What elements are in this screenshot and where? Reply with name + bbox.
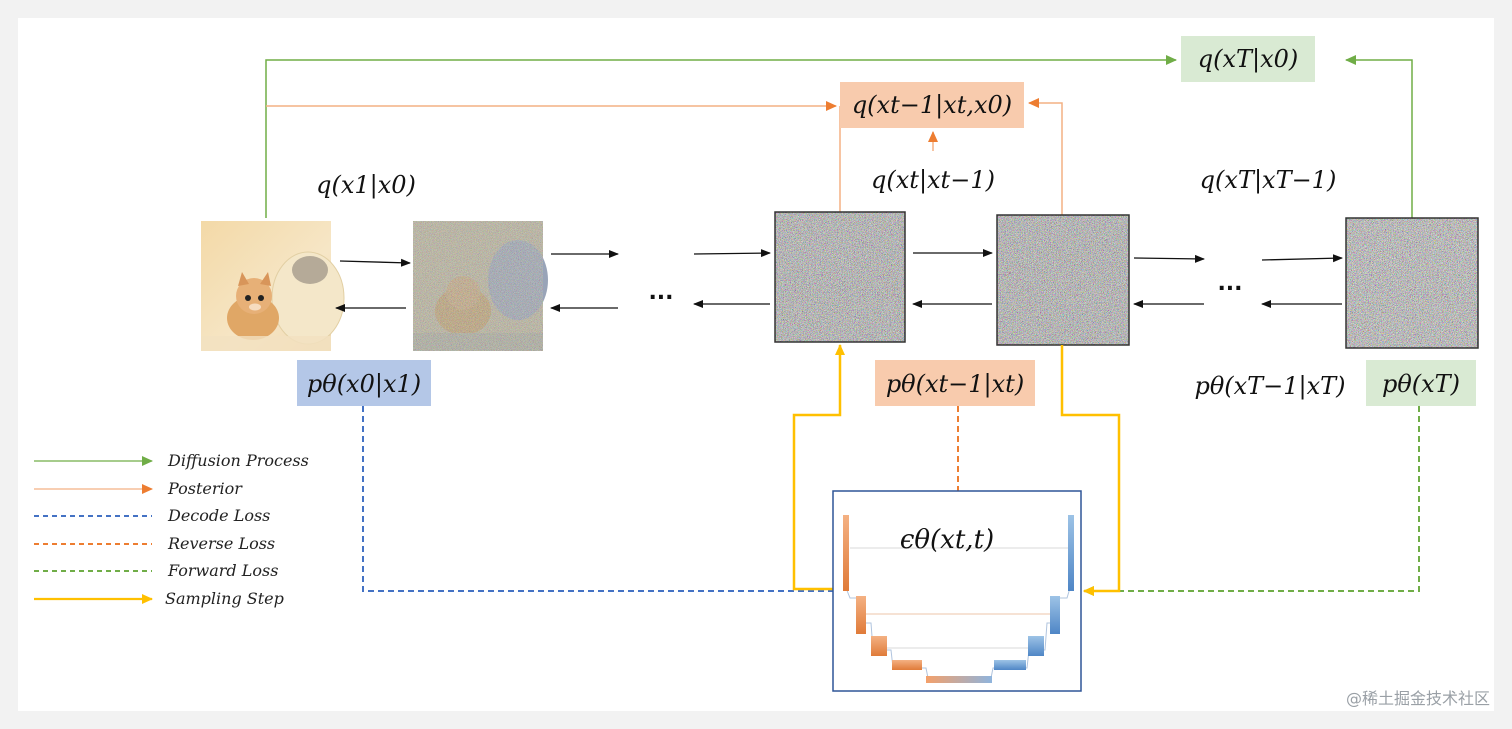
p-x0-x1-box	[297, 360, 431, 406]
epsilon-theta-label: ϵθ(xt,t)	[900, 525, 994, 555]
posterior-line-right	[1028, 98, 1063, 216]
q-xT-x0-box	[1181, 36, 1315, 82]
sampling-step-in	[792, 344, 845, 591]
noisy-image-x1	[413, 221, 548, 351]
legend-sampling-step-label: Sampling Step	[165, 589, 284, 608]
sampling-step-out	[1060, 345, 1121, 596]
q-xT-x0-label: q(xT|x0)	[1198, 45, 1299, 74]
noisy-image-xt	[996, 214, 1130, 346]
p-xT-box	[1366, 360, 1476, 406]
p-x0-x1-label: pθ(x0|x1)	[307, 370, 421, 399]
legend-forward-loss-label: Forward Loss	[167, 561, 278, 580]
p-xt1-xt-label: pθ(xt−1|xt)	[886, 370, 1024, 399]
p-xt1-xt-box	[875, 360, 1035, 406]
q-x1-x0-label: q(x1|x0)	[316, 171, 416, 200]
diffusion-diagram: q(xT|x0) q(xt−1|xt,x0) q(x1|x0) q(xt|xt−…	[34, 36, 1479, 692]
p-xT-label: pθ(xT)	[1382, 370, 1460, 398]
p-xT1-xT-label: pθ(xT−1|xT)	[1194, 372, 1345, 401]
reverse-arrows	[335, 300, 1342, 312]
legend: Diffusion Process Posterior Decode Loss …	[34, 451, 309, 608]
diffusion-process-line-top	[265, 55, 1177, 218]
watermark: @稀土掘金技术社区	[1345, 689, 1490, 708]
legend-decode-loss-label: Decode Loss	[167, 506, 270, 525]
q-xt-xt1-label: q(xt|xt−1)	[871, 166, 995, 195]
noise-image-xT	[1345, 217, 1479, 349]
forward-loss-line	[1083, 406, 1420, 596]
diffusion-process-line-right	[1345, 55, 1413, 218]
unet-network	[832, 490, 1082, 692]
diagram-canvas: q(xT|x0) q(xt−1|xt,x0) q(x1|x0) q(xt|xt−…	[18, 18, 1494, 711]
forward-arrows	[339, 249, 1343, 267]
decode-loss-line	[362, 406, 833, 592]
ellipsis-left: ...	[648, 280, 673, 305]
ellipsis-right: ...	[1217, 271, 1242, 296]
legend-reverse-loss-label: Reverse Loss	[167, 534, 275, 553]
posterior-box	[840, 82, 1024, 128]
clean-kitten-image	[201, 221, 345, 351]
q-xT-xT1-label: q(xT|xT−1)	[1200, 166, 1337, 195]
legend-diffusion-process-label: Diffusion Process	[167, 451, 309, 470]
legend-posterior-label: Posterior	[167, 479, 243, 498]
posterior-label: q(xt−1|xt,x0)	[852, 91, 1012, 120]
noisy-image-xt-1	[774, 211, 906, 343]
